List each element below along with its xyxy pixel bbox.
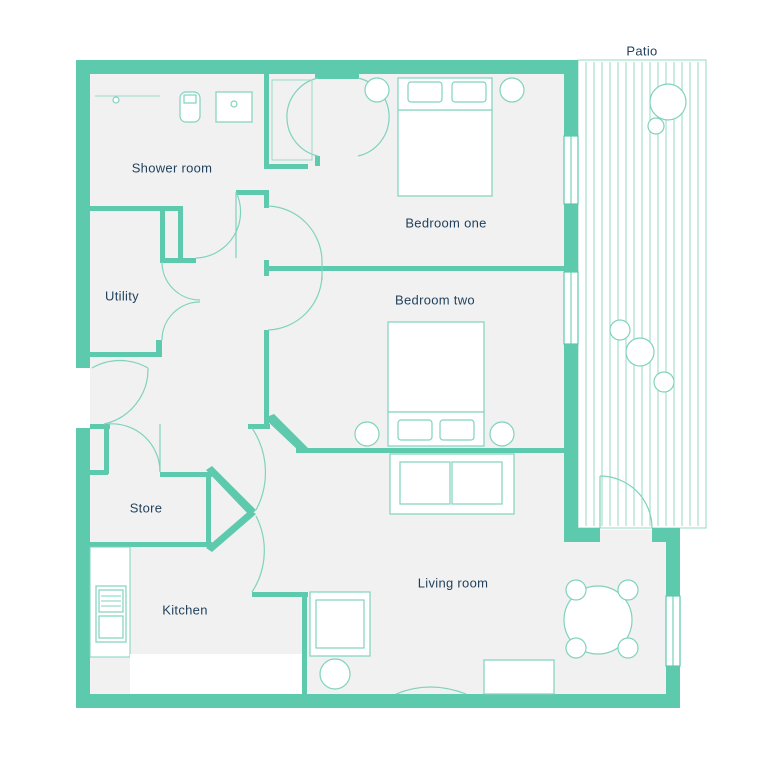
utility-label: Utility <box>105 288 139 304</box>
patio-deck <box>577 59 707 529</box>
patio-furniture <box>609 83 687 393</box>
bedroom-one-label: Bedroom one <box>405 215 487 231</box>
kitchen-label: Kitchen <box>162 602 208 618</box>
outer-walls <box>76 60 680 708</box>
shower-room-label: Shower room <box>131 160 213 176</box>
living-room-label: Living room <box>417 575 489 591</box>
store-label: Store <box>129 500 163 516</box>
bedroom-one-furniture <box>364 77 525 197</box>
bedroom-two-label: Bedroom two <box>395 292 475 308</box>
patio-label: Patio <box>626 43 658 59</box>
windows <box>563 135 681 667</box>
shower-room-fittings <box>95 79 313 161</box>
bedroom-two-furniture <box>354 321 515 447</box>
interior-walls <box>90 74 568 694</box>
kitchen-counter <box>89 546 302 694</box>
living-room-furniture <box>309 453 639 695</box>
door-swings <box>91 77 653 593</box>
